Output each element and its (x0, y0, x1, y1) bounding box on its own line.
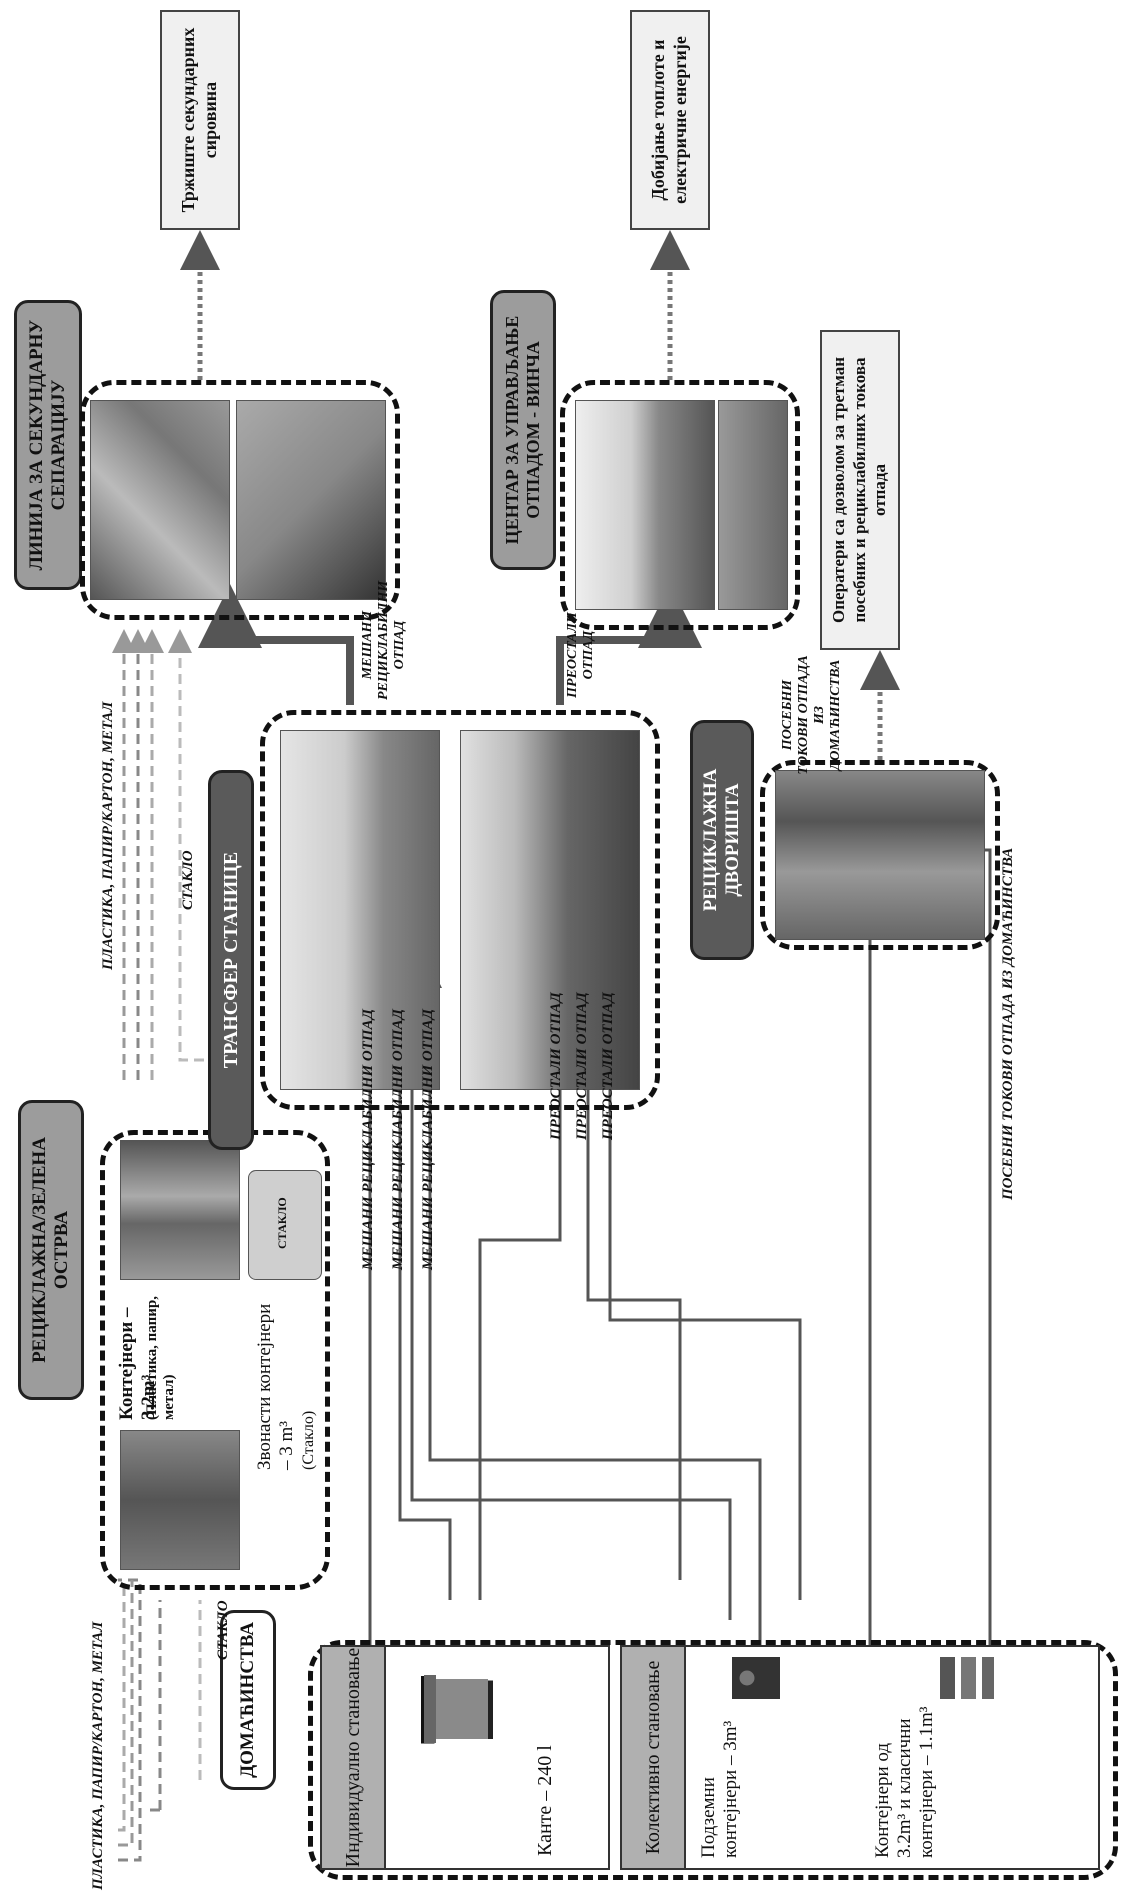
bell-containers-note: (Стакло) (300, 1410, 317, 1470)
underground-container-icon (732, 1657, 780, 1699)
bell-containers-label: Звонасти контејнери – 3 m³ (254, 1303, 297, 1470)
flow-label-plastic-paper-metal: ПЛАСТИКА, ПАПИР/КАРТОН, МЕТАЛ (100, 701, 116, 970)
collective-housing-panel: Колективно становање Подземни контејнери… (620, 1645, 1100, 1870)
flow-label-plastic-paper-metal: ПЛАСТИКА, ПАПИР/КАРТОН, МЕТАЛ (90, 1621, 106, 1890)
recycling-containers-photo (120, 1430, 240, 1570)
flow-line (118, 1578, 142, 1862)
transfer-stations-title: ТРАНСФЕР СТАНИЦЕ (208, 770, 254, 1150)
flow-line (418, 964, 762, 1660)
flow-label-mixed-recyclable: МЕШАНИ РЕЦИКЛАБИЛНИ ОТПАД (390, 1009, 406, 1270)
flow-label-special-streams: ПОСЕБНИ ТОКОВИ ОТПАДА ИЗ ДОМАЋИНСТВА (780, 655, 844, 775)
flow-line (478, 964, 572, 1600)
heat-electricity-recovery: Добијање топлоте и електричне енергије (630, 10, 710, 230)
flow-label-residual: ПРЕОСТАЛИ ОТПАД (600, 992, 616, 1140)
underground-containers-label: Подземни контејнери – 3m³ (698, 1720, 741, 1858)
flow-label-mixed-recyclable: МЕШАНИ РЕЦИКЛАБИЛНИ ОТПАД (420, 1009, 436, 1270)
flow-label-residual: ПРЕОСТАЛИ ОТПАД (548, 992, 564, 1140)
recycling-yard-photo (775, 770, 985, 940)
flow-label-mixed-recyclable: МЕШАНИ РЕЦИКЛАБИЛНИ ОТПАД (360, 580, 408, 700)
flow-label-glass: СТАКЛО (215, 1600, 231, 1660)
separation-line-photo (90, 400, 230, 600)
vinca-landfill-photo (718, 400, 788, 610)
vinca-plant-photo (575, 400, 715, 610)
separation-line-title: ЛИНИЈА ЗА СЕКУНДАРНУ СЕПАРАЦИЈУ (14, 300, 82, 590)
flow-line (118, 1580, 126, 1832)
bell-container-print: СТАКЛО (275, 1197, 289, 1249)
flow-line (388, 964, 452, 1600)
flow-line (400, 964, 732, 1620)
individual-housing-heading: Индивидуално становање (322, 1647, 386, 1868)
secondary-raw-materials-market: Тржиште секундарних сировина (160, 10, 240, 230)
green-islands-title: РЕЦИКЛАЖНА/ЗЕЛЕНА ОСТРВА (18, 1100, 84, 1400)
flow-label-mixed-recyclable: МЕШАНИ РЕЦИКЛАБИЛНИ ОТПАД (360, 1009, 376, 1270)
flow-line (598, 964, 802, 1600)
flow-line (556, 584, 702, 705)
island-containers-note: (Пластика, папир, метал) (144, 1296, 178, 1420)
licensed-operators-box: Оператери са дозволом за третман посебни… (820, 330, 900, 650)
wheelie-bin-icon (424, 1675, 488, 1743)
transfer-to-plants-flows (198, 584, 702, 705)
flow-line (198, 584, 354, 705)
flow-line (118, 1580, 134, 1847)
flow-line (576, 964, 682, 1580)
bins-label: Канте – 240 l (534, 1745, 556, 1856)
households-to-islands-flows (118, 1578, 202, 1862)
collective-housing-heading: Колективно становање (622, 1647, 686, 1868)
vinca-center-title: ЦЕНТАР ЗА УПРАВЉАЊЕ ОТПАДОМ - ВИНЧА (490, 290, 556, 570)
recycling-yards-title: РЕЦИКЛАЖНА ДВОРИШТА (690, 720, 754, 960)
flow-label-residual: ПРЕОСТАЛИ ОТПАД (565, 612, 597, 698)
recycling-containers-photo (120, 1140, 240, 1280)
separation-line-photo (236, 400, 386, 600)
dumpster-icon (940, 1657, 994, 1699)
large-containers-label: Контејнери од 3.2m³ и класични контејнер… (872, 1706, 937, 1858)
flow-label-residual: ПРЕОСТАЛИ ОТПАД (574, 992, 590, 1140)
flow-label-glass: СТАКЛО (180, 850, 196, 910)
output-flows (180, 230, 900, 760)
flow-label-special-streams: ПОСЕБНИ ТОКОВИ ОТПАДА ИЗ ДОМАЋИНСТВА (1000, 847, 1016, 1200)
bell-container-photo: СТАКЛО (248, 1170, 322, 1280)
